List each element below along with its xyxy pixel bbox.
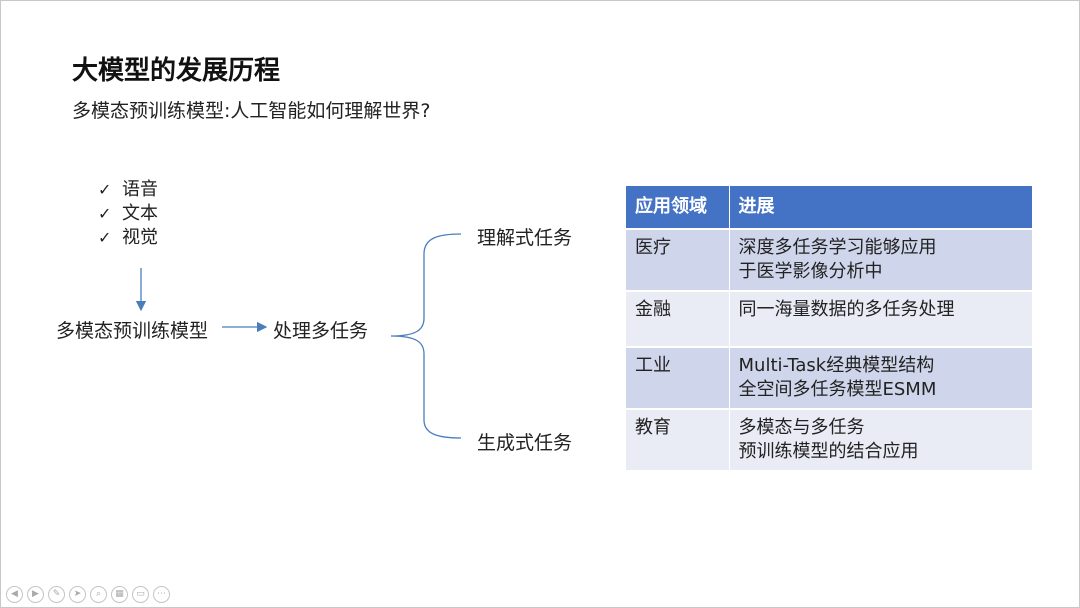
modality-item-speech: ✓ 语音 <box>98 178 158 202</box>
modality-list: ✓ 语音 ✓ 文本 ✓ 视觉 <box>98 178 158 250</box>
domain-cell: 医疗 <box>626 228 730 291</box>
multitask-node: 处理多任务 <box>273 320 369 342</box>
progress-line: 多模态与多任务 <box>738 417 865 438</box>
modality-item-text: ✓ 文本 <box>98 202 158 226</box>
presentation-nav-bar: ◀ ▶ ✎ ➤ ⌕ ▦ ▭ ⋯ <box>6 586 170 603</box>
pretrain-model-node: 多模态预训练模型 <box>56 320 209 342</box>
header-domain: 应用领域 <box>626 186 730 229</box>
progress-line: 预训练模型的结合应用 <box>738 441 919 462</box>
screen-icon[interactable]: ▭ <box>132 586 149 603</box>
progress-cell: 深度多任务学习能够应用于医学影像分析中 <box>729 228 1033 291</box>
table-header-row: 应用领域 进展 <box>626 186 1033 229</box>
table-row: 医疗 深度多任务学习能够应用于医学影像分析中 <box>626 228 1033 291</box>
progress-cell: 多模态与多任务预训练模型的结合应用 <box>729 408 1033 470</box>
check-icon: ✓ <box>98 180 112 199</box>
progress-line: 于医学影像分析中 <box>738 261 883 282</box>
slides-icon[interactable]: ▦ <box>111 586 128 603</box>
domain-cell: 金融 <box>626 290 730 347</box>
progress-line: 全空间多任务模型ESMM <box>738 379 937 400</box>
domain-cell: 工业 <box>626 346 730 409</box>
table-row: 教育 多模态与多任务预训练模型的结合应用 <box>626 408 1033 470</box>
table-row: 工业 Multi-Task经典模型结构全空间多任务模型ESMM <box>626 346 1033 409</box>
slide-subtitle: 多模态预训练模型:人工智能如何理解世界? <box>72 100 431 122</box>
generative-task-node: 生成式任务 <box>477 432 573 454</box>
pen-icon[interactable]: ✎ <box>48 586 65 603</box>
modality-item-vision: ✓ 视觉 <box>98 226 158 250</box>
slide-title: 大模型的发展历程 <box>72 56 281 86</box>
task-bracket <box>390 233 462 439</box>
pointer-icon[interactable]: ➤ <box>69 586 86 603</box>
application-table: 应用领域 进展 医疗 深度多任务学习能够应用于医学影像分析中 金融 同一海量数据… <box>626 186 1033 470</box>
progress-cell: 同一海量数据的多任务处理 <box>729 290 1033 347</box>
check-icon: ✓ <box>98 228 112 247</box>
zoom-icon[interactable]: ⌕ <box>90 586 107 603</box>
understanding-task-node: 理解式任务 <box>477 227 573 249</box>
more-icon[interactable]: ⋯ <box>153 586 170 603</box>
progress-line: 同一海量数据的多任务处理 <box>738 299 955 320</box>
modality-label: 文本 <box>122 203 158 224</box>
check-icon: ✓ <box>98 204 112 223</box>
next-icon[interactable]: ▶ <box>27 586 44 603</box>
modality-label: 语音 <box>122 179 158 200</box>
table-row: 金融 同一海量数据的多任务处理 <box>626 290 1033 347</box>
domain-cell: 教育 <box>626 408 730 470</box>
modality-label: 视觉 <box>122 227 158 248</box>
progress-line: Multi-Task经典模型结构 <box>738 355 935 376</box>
progress-cell: Multi-Task经典模型结构全空间多任务模型ESMM <box>729 346 1033 409</box>
header-progress: 进展 <box>729 186 1033 229</box>
prev-icon[interactable]: ◀ <box>6 586 23 603</box>
progress-line: 深度多任务学习能够应用 <box>738 237 937 258</box>
